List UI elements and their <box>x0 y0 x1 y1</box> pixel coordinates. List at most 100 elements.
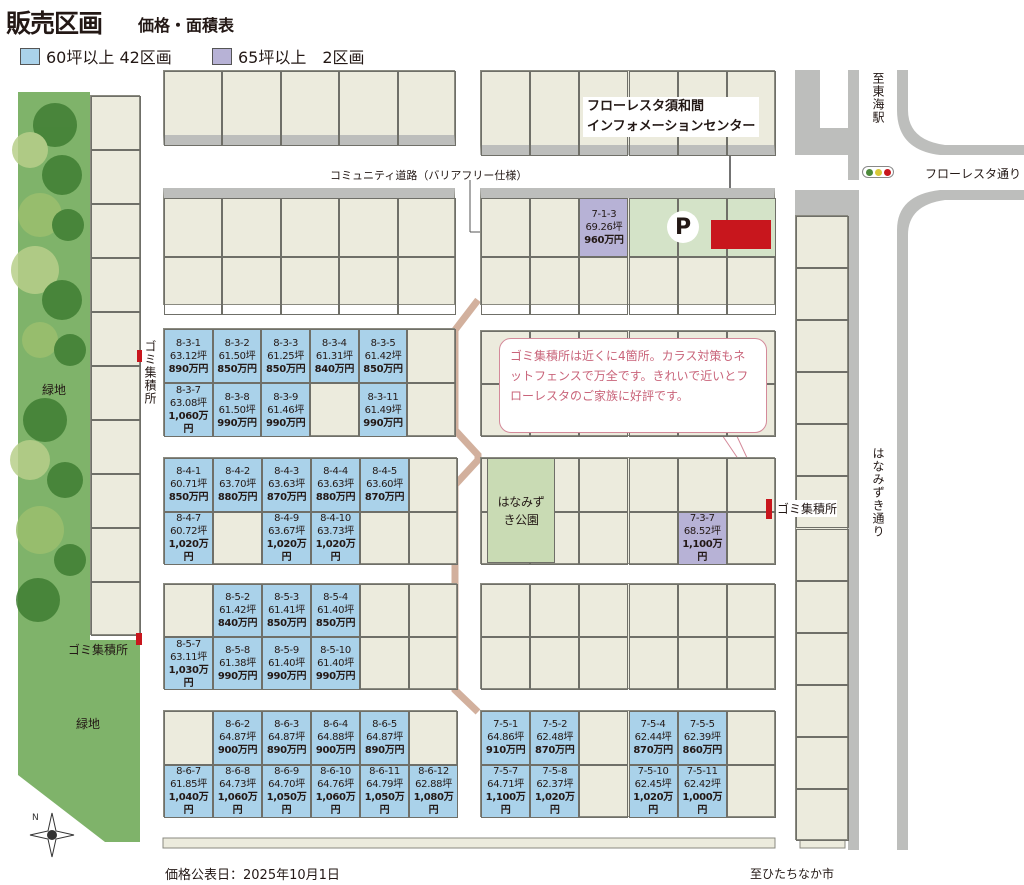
lot-empty <box>222 198 281 257</box>
lot-area: 63.11坪 <box>170 651 207 663</box>
legend-item-60: 60坪以上 42区画 <box>20 44 172 68</box>
lot-area: 64.73坪 <box>219 779 256 791</box>
lot-area: 63.63坪 <box>268 479 305 491</box>
lot-price: 870万円 <box>633 745 673 757</box>
lot-id: 8-6-11 <box>369 766 400 778</box>
lot-empty <box>726 711 776 765</box>
lot-empty <box>91 474 141 528</box>
lot-empty <box>796 424 849 477</box>
lot-area: 64.70坪 <box>268 779 305 791</box>
lot-empty <box>339 71 398 146</box>
lot-empty <box>91 204 141 258</box>
lot-empty <box>530 584 580 637</box>
lot-empty <box>796 528 849 581</box>
lot-id: 8-4-7 <box>176 513 201 525</box>
lot-price: 840万円 <box>314 363 355 375</box>
lot-id: 8-6-2 <box>225 719 250 731</box>
lot-id: 8-4-5 <box>372 466 397 478</box>
lot-empty <box>481 198 531 257</box>
svg-text:N: N <box>32 813 39 823</box>
lot-id: 8-6-7 <box>176 766 201 778</box>
trees-icon <box>10 103 86 622</box>
lot-empty <box>726 458 776 512</box>
lot-id: 7-5-7 <box>493 766 518 778</box>
lot-id: 8-6-5 <box>372 719 397 731</box>
lot-price: 860万円 <box>682 745 723 757</box>
lot-id: 8-5-9 <box>274 645 299 656</box>
lot-id: 8-6-4 <box>323 719 348 731</box>
lot-empty <box>628 637 678 690</box>
lot-price: 1,020万円 <box>633 792 673 817</box>
lot-area: 62.45坪 <box>634 779 672 791</box>
block-right-column <box>795 215 849 841</box>
lot-price: 850万円 <box>363 363 403 375</box>
lot-empty <box>796 216 849 269</box>
lot-id: 8-4-2 <box>225 466 250 478</box>
lot-id: 8-3-7 <box>175 385 201 396</box>
lot-empty <box>579 511 629 565</box>
lot-id: 7-5-1 <box>493 719 518 731</box>
lot-id: 7-5-11 <box>686 766 718 778</box>
lot-price: 850万円 <box>315 618 356 629</box>
park-label: はなみずき公園 <box>497 494 545 527</box>
lot-empty <box>481 637 531 690</box>
info-center-building <box>711 220 771 249</box>
lot-id: 8-3-8 <box>224 391 250 403</box>
lot-price: 990万円 <box>217 417 257 429</box>
lot-id: 7-5-2 <box>542 719 568 731</box>
lot-area: 64.87坪 <box>366 732 403 744</box>
lot-id: 8-3-5 <box>370 337 396 349</box>
lot-empty <box>397 256 456 315</box>
legend-swatch-purple <box>212 47 232 65</box>
info-center-label: フローレスタ須和間 インフォメーションセンター <box>583 97 760 137</box>
lot-id: 8-3-1 <box>175 337 201 349</box>
lot-empty <box>164 198 223 257</box>
garbage-callout: ゴミ集積所は近くに4箇所。カラス対策もネットフェンスで万全です。きれいで近いとフ… <box>499 338 767 433</box>
lot-id: 7-5-8 <box>542 766 568 778</box>
